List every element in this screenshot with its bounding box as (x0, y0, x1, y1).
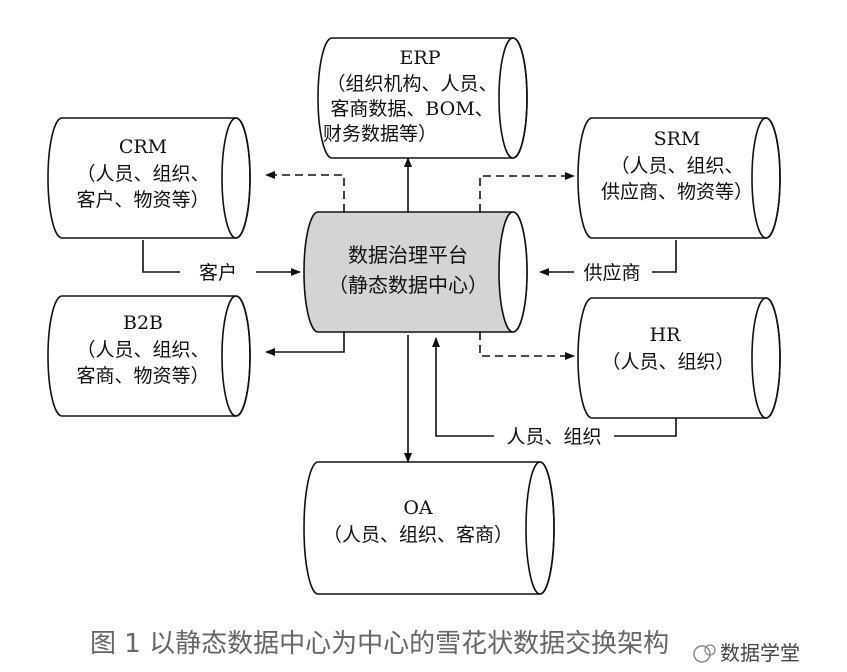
center-title: 数据治理平台 (348, 243, 468, 267)
erp-title: ERP (400, 47, 441, 69)
crm-line-1: （人员、组织、 (76, 163, 209, 185)
edge-center-to-crm (265, 171, 345, 212)
b2b-title: B2B (123, 312, 163, 334)
cylinder-hr: HR （人员、组织） (577, 297, 781, 419)
watermark-logo-icon (693, 645, 711, 663)
cylinder-erp: ERP （组织机构、人员、 客商数据、BOM、 财务数据等） (317, 37, 528, 159)
srm-line-1: （人员、组织、 (610, 155, 743, 177)
edge-center-to-b2b (265, 332, 345, 356)
oa-line-1: （人员、组织、客商） (323, 524, 513, 546)
erp-line-2: 客商数据、BOM、 (330, 98, 493, 120)
b2b-line-2: 客商、物资等） (76, 365, 209, 387)
oa-title: OA (403, 497, 433, 519)
edge-center-to-srm (479, 172, 575, 212)
erp-line-1: （组织机构、人员、 (326, 73, 497, 95)
edge-label-personnel-org: 人员、组织 (506, 426, 601, 448)
erp-line-3: 财务数据等） (323, 123, 437, 145)
connectors (142, 157, 677, 463)
watermark-text: 数据学堂 (720, 641, 800, 665)
watermark: 数据学堂 (693, 641, 800, 665)
edge-hr-to-center (614, 418, 677, 437)
cylinder-oa: OA （人员、组织、客商） (303, 461, 555, 595)
cylinder-center: 数据治理平台 （静态数据中心） (303, 211, 528, 333)
cylinder-crm: CRM （人员、组织、 客户、物资等） (47, 117, 251, 239)
edge-label-supplier: 供应商 (583, 262, 640, 284)
edge-srm-to-center (652, 240, 677, 273)
edge-crm-to-center (142, 240, 180, 273)
b2b-line-1: （人员、组织、 (76, 339, 209, 361)
edge-center-to-hr (479, 332, 575, 360)
crm-title: CRM (119, 136, 167, 158)
srm-title: SRM (654, 128, 701, 150)
crm-line-2: 客户、物资等） (76, 189, 209, 211)
cylinder-b2b: B2B （人员、组织、 客商、物资等） (47, 295, 251, 417)
center-body (303, 211, 528, 333)
edge-personnel-arrow (432, 337, 494, 437)
center-line-1: （静态数据中心） (328, 273, 488, 297)
srm-line-2: 供应商、物资等） (601, 181, 753, 203)
figure-caption: 图 1 以静态数据中心为中心的雪花状数据交换架构 (90, 629, 669, 659)
hr-line-1: （人员、组织） (601, 351, 734, 373)
cylinder-srm: SRM （人员、组织、 供应商、物资等） (577, 117, 781, 239)
edge-label-customer: 客户 (199, 262, 237, 284)
hr-title: HR (650, 324, 682, 346)
